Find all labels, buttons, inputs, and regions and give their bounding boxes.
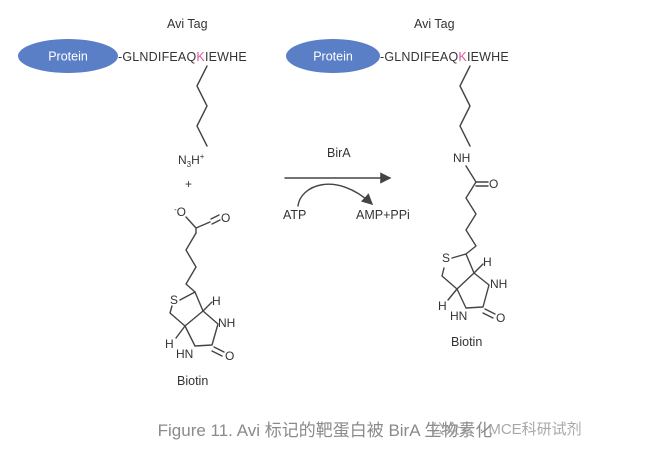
right-amide-chain [465, 165, 477, 255]
enzyme-label: BirA [327, 146, 351, 160]
figure-caption-wrap: Figure 11. Avi 标记的靶蛋白被 BirA 生物素化 [0, 416, 650, 441]
right-biotinylated-chain: NH O S H H NH HN O Biotin [438, 65, 507, 349]
right-h-bottom-bond [447, 288, 458, 301]
right-avi-sequence: -GLNDIFEAQKIEWHE [380, 50, 509, 64]
right-ring-hn: HN [450, 309, 467, 323]
right-thiophane-ring [441, 253, 475, 290]
left-valeric-chain [185, 232, 197, 293]
left-h-bottom-bond [175, 325, 186, 339]
left-amine: N3H+ [178, 152, 205, 169]
left-biotin: -O O S H H NH HN O Biotin [165, 205, 235, 388]
left-protein-ellipse [18, 39, 118, 73]
left-ring-hn: HN [176, 347, 193, 361]
plus-sign: + [185, 177, 192, 191]
left-seq-suffix: IEWHE [205, 50, 247, 64]
right-avi-tag-label: Avi Tag [414, 17, 455, 31]
left-ring-nh: NH [218, 316, 235, 330]
left-lysine-chain [196, 65, 208, 147]
right-protein-label: Protein [313, 50, 353, 64]
left-urea-o: O [225, 349, 234, 363]
right-seq-lysine: K [458, 50, 467, 64]
right-carbonyl-o: O [489, 177, 498, 191]
right-ring-nh: NH [490, 277, 507, 291]
left-carbonyl-double-bond [210, 214, 221, 225]
cofactor-curved-arrow [297, 183, 374, 207]
reaction-arrow-group: BirA ATP AMP+PPi [283, 146, 410, 222]
left-urea-double-bond [211, 346, 225, 357]
right-ring-h-top: H [483, 255, 492, 269]
right-seq-prefix: -GLNDIFEAQ [380, 50, 458, 64]
left-avi-tag-label: Avi Tag [167, 17, 208, 31]
left-seq-lysine: K [196, 50, 205, 64]
right-protein-ellipse [286, 39, 380, 73]
left-protein-tag: Avi Tag Protein -GLNDIFEAQKIEWHE [18, 17, 247, 73]
products-label: AMP+PPi [356, 208, 410, 222]
left-carbonyl-o: O [221, 211, 230, 225]
right-amide-nh: NH [453, 151, 470, 165]
right-carbonyl-double-bond [475, 181, 489, 187]
reaction-diagram: Avi Tag Protein -GLNDIFEAQKIEWHE N3H+ + … [18, 17, 509, 388]
left-seq-prefix: -GLNDIFEAQ [118, 50, 196, 64]
left-biotin-label: Biotin [177, 374, 208, 388]
right-protein-tag: Avi Tag Protein -GLNDIFEAQKIEWHE [286, 17, 509, 73]
left-avi-sequence: -GLNDIFEAQKIEWHE [118, 50, 247, 64]
left-ring-sulfur: S [170, 293, 178, 307]
watermark: 公众号 · MCE科研试剂 [430, 421, 582, 438]
left-ring-h-top: H [212, 294, 221, 308]
figure-caption: Figure 11. Avi 标记的靶蛋白被 BirA 生物素化 [157, 421, 493, 440]
right-urea-double-bond [482, 308, 496, 319]
right-urea-o: O [496, 311, 505, 325]
right-seq-suffix: IEWHE [467, 50, 509, 64]
left-ring-h-bottom: H [165, 337, 174, 351]
left-h-top-bond [202, 301, 213, 312]
left-carboxylate-bonds [185, 216, 211, 229]
left-protein-label: Protein [48, 50, 88, 64]
atp-label: ATP [283, 208, 306, 222]
left-imidazolidinone-ring [184, 310, 219, 347]
right-h-top-bond [473, 263, 484, 274]
right-lysine-chain [459, 65, 471, 147]
right-ring-h-bottom: H [438, 299, 447, 313]
right-biotin-label: Biotin [451, 335, 482, 349]
left-thiophane-ring [169, 291, 204, 327]
right-ring-sulfur: S [442, 251, 450, 265]
left-carboxylate-o: -O [174, 205, 186, 219]
right-imidazolidinone-ring [456, 272, 490, 309]
